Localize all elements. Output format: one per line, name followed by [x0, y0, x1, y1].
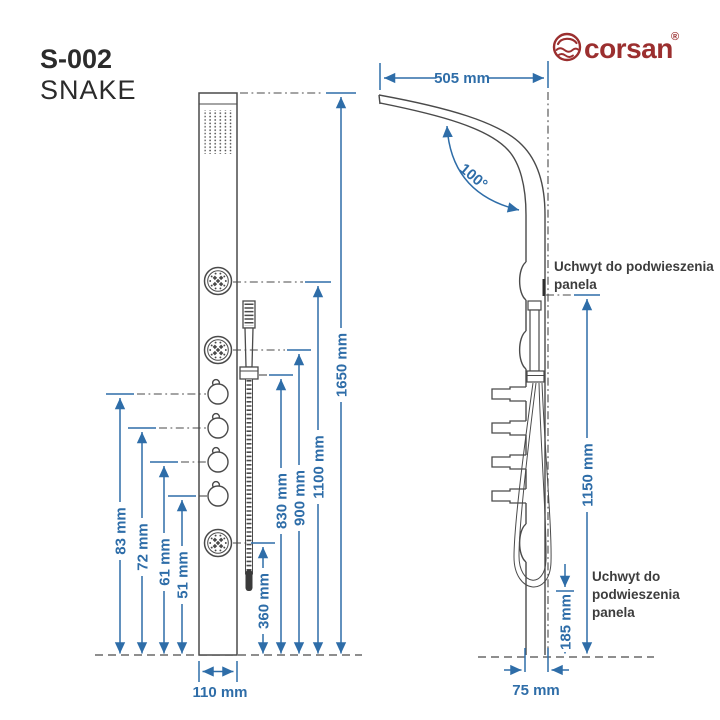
hand-shower-front: [239, 300, 259, 591]
bracket-note-bottom-line2: podwieszenia: [592, 587, 680, 602]
jet-bump-2: [518, 330, 527, 370]
bracket-note-top-line2: panela: [554, 277, 597, 292]
massage-jet-1: [203, 266, 233, 296]
product-model: S-002: [40, 44, 112, 74]
dim-label-185mm: 185 mm: [558, 594, 575, 650]
massage-jet-2: [203, 335, 233, 365]
dim-label-83mm: 83 mm: [113, 507, 130, 555]
front-left-dimensions: 83 mm 72 mm 61 mm 51 mm: [106, 393, 207, 654]
wave-logo-icon: [552, 32, 582, 62]
knob-side-2: [491, 420, 527, 436]
dim-label-51mm: 51 mm: [175, 551, 192, 599]
brand-name: corsan: [584, 33, 673, 64]
product-name: SNAKE: [40, 75, 137, 105]
knob-side-4: [491, 488, 527, 504]
hand-shower-holder: [239, 366, 259, 380]
dim-label-61mm: 61 mm: [157, 538, 174, 586]
bracket-note-top-line1: Uchwyt do podwieszenia: [554, 259, 714, 274]
side-bottom-dimension: 75 mm: [504, 648, 569, 699]
brand-logo: corsan ®: [552, 31, 679, 64]
front-view: 83 mm 72 mm 61 mm 51 mm 360 mm 830 mm 90…: [95, 92, 362, 701]
dim-label-1100mm: 1100 mm: [311, 435, 328, 498]
dim-label-1150mm: 1150 mm: [580, 443, 597, 506]
angle-dimension: 100°: [442, 125, 520, 213]
panel-profile-side: [378, 94, 546, 655]
dim-label-1650mm: 1650 mm: [334, 333, 351, 397]
panel-body-front: [198, 92, 238, 656]
side-view: 505 mm 100° Uchwyt do podwieszenia panel…: [378, 61, 714, 699]
front-right-dimensions: 360 mm 830 mm 900 mm 1100 mm 1650 mm: [233, 92, 356, 654]
hand-shower-side: [513, 300, 552, 588]
hose-loop-outer: [513, 382, 552, 588]
side-top-dimension: 505 mm: [379, 61, 549, 90]
bracket-note-bottom-line3: panela: [592, 605, 635, 620]
knob-side-1: [491, 386, 527, 402]
dim-label-900mm: 900 mm: [292, 470, 309, 526]
page-header: S-002 SNAKE: [40, 44, 137, 105]
hose-loop-inner: [518, 382, 547, 581]
dim-label-110mm: 110 mm: [192, 684, 247, 701]
bracket-note-top: Uchwyt do podwieszenia panela: [546, 259, 714, 296]
dim-label-75mm: 75 mm: [512, 682, 560, 699]
front-bottom-dimension: 110 mm: [192, 661, 248, 701]
dim-label-72mm: 72 mm: [135, 523, 152, 571]
registered-mark: ®: [671, 31, 679, 43]
dim-label-505mm: 505 mm: [434, 70, 490, 87]
rain-shower-head: [204, 110, 233, 154]
dim-label-830mm: 830 mm: [274, 473, 291, 529]
side-height-dimension: 1150 mm: [574, 294, 600, 654]
bracket-note-bottom-line1: Uchwyt do: [592, 569, 660, 584]
hose-end: [245, 570, 253, 591]
massage-jet-3: [203, 528, 233, 558]
dim-label-360mm: 360 mm: [256, 573, 273, 629]
knob-side-3: [491, 454, 527, 470]
jet-bump-1: [518, 261, 527, 301]
bracket-offset-dimension: 185 mm: [556, 564, 575, 654]
bracket-note-bottom: Uchwyt do podwieszenia panela: [592, 569, 680, 620]
